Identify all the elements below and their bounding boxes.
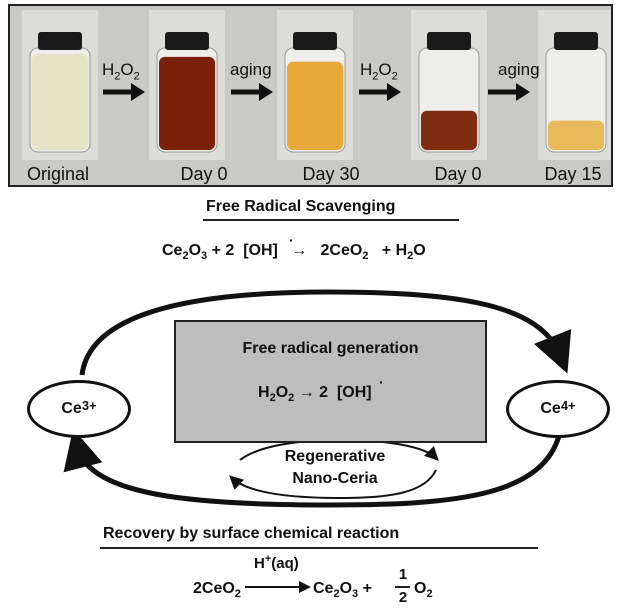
scavenging-rule bbox=[203, 219, 459, 221]
vial-label-day15: Day 15 bbox=[544, 164, 602, 184]
recovery-rule bbox=[100, 547, 538, 549]
vial-1 bbox=[22, 10, 98, 160]
recovery-reactant: 2CeO2 bbox=[193, 580, 241, 601]
vial-3 bbox=[277, 10, 353, 160]
free-radical-generation-box: Free radical generation H2O2 → 2 [OH] · bbox=[174, 320, 487, 443]
vial-5 bbox=[538, 10, 611, 160]
vial-4 bbox=[411, 10, 487, 160]
fraction-bar bbox=[395, 586, 410, 588]
recovery-catalyst: H+(aq) bbox=[254, 553, 299, 572]
recovery-heading: Recovery by surface chemical reaction bbox=[103, 525, 400, 542]
step-arrow-2 bbox=[231, 83, 273, 101]
scavenging-equation: Ce2O3 + 2 [OH] → 2CeO2 + H2O bbox=[162, 242, 426, 263]
radical-dot-2: · bbox=[379, 374, 384, 390]
regen-cycle-arrow-bottom bbox=[229, 469, 437, 500]
top-cycle-arrow bbox=[79, 289, 572, 376]
step-label-aging-a: aging bbox=[230, 60, 272, 79]
fraction-denominator: 2 bbox=[398, 589, 408, 606]
hydroxyl-radical: [OH] bbox=[243, 242, 278, 259]
generation-equation: H2O2 → 2 [OH] bbox=[258, 384, 372, 405]
recovery-products: Ce2O3 + bbox=[313, 580, 372, 601]
vial-2 bbox=[149, 10, 225, 160]
vial-label-day0-a: Day 0 bbox=[180, 164, 228, 184]
step-label-aging-b: aging bbox=[498, 60, 540, 79]
radical-dot-1: · bbox=[289, 232, 294, 248]
regen-line1: Regenerative bbox=[284, 448, 386, 465]
step-label-h2o2-b: H2O2 bbox=[360, 60, 398, 83]
vial-label-original: Original bbox=[26, 164, 90, 184]
step-label-h2o2-a: H2O2 bbox=[102, 60, 140, 83]
vial-label-day0-b: Day 0 bbox=[434, 164, 482, 184]
step-arrow-3 bbox=[359, 83, 401, 101]
recovery-arrow bbox=[245, 581, 311, 593]
step-arrow-1 bbox=[103, 83, 145, 101]
bottom-cycle-arrow bbox=[63, 428, 563, 508]
vial-label-day30: Day 30 bbox=[302, 164, 360, 184]
recovery-oxygen: O2 bbox=[414, 580, 433, 601]
scavenging-heading: Free Radical Scavenging bbox=[206, 198, 396, 215]
step-arrow-4 bbox=[488, 83, 530, 101]
vials-drawing bbox=[22, 10, 611, 160]
regen-line2: Nano-Ceria bbox=[292, 470, 378, 487]
generation-title: Free radical generation bbox=[242, 340, 419, 357]
fraction-numerator: 1 bbox=[398, 566, 408, 583]
vial-photo-strip: Original Day 0 Day 30 Day 0 Day 15 H2O2 … bbox=[8, 4, 613, 187]
